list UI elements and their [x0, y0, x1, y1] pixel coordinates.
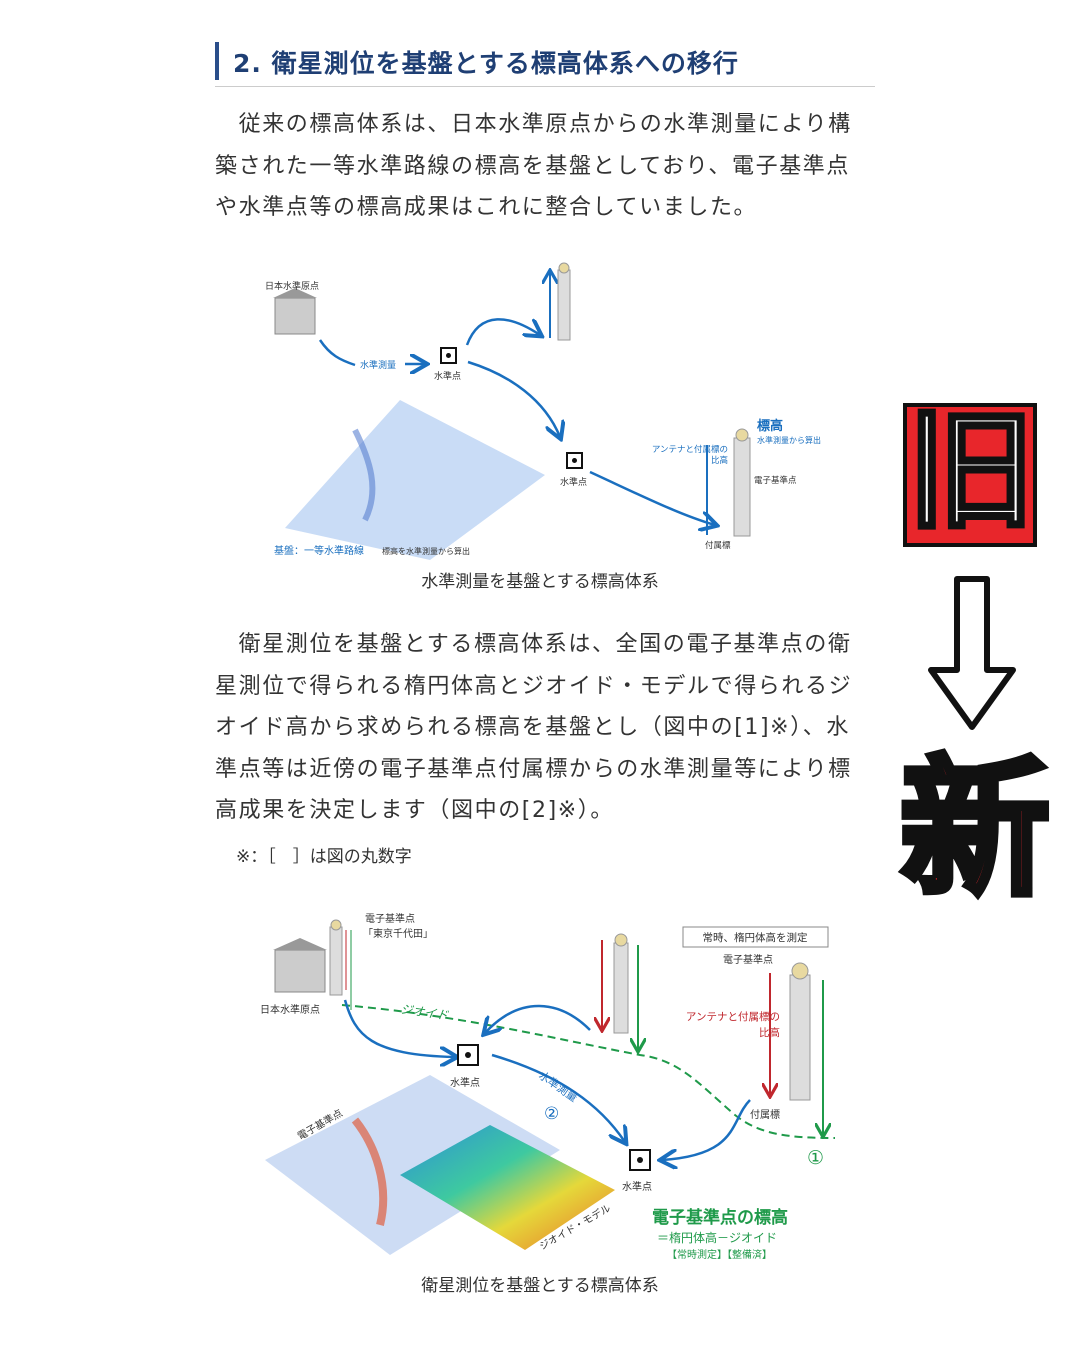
section-heading: 2. 衛星測位を基盤とする標高体系への移行	[215, 40, 875, 87]
svg-text:電子基準点: 電子基準点	[754, 475, 797, 486]
gnss-station-icon	[613, 942, 629, 1034]
svg-text:＝楕円体高－ジオイド: ＝楕円体高－ジオイド	[657, 1230, 777, 1245]
down-arrow-icon	[928, 576, 1016, 730]
paragraph-2: 衛星測位を基盤とする標高体系は、全国の電子基準点の衛 星測位で得られる楕円体高と…	[215, 624, 875, 832]
svg-text:比高: 比高	[711, 455, 728, 466]
svg-text:水準測量から算出: 水準測量から算出	[757, 435, 821, 445]
svg-text:【常時測定】【整備済】: 【常時測定】【整備済】	[667, 1248, 772, 1261]
gnss-station-icon	[789, 974, 811, 1101]
svg-text:電子基準点: 電子基準点	[723, 953, 773, 966]
svg-text:日本水準原点: 日本水準原点	[260, 1003, 320, 1016]
figure-1-caption: 水準測量を基盤とする標高体系	[421, 572, 659, 592]
svg-text:②: ②	[544, 1104, 559, 1124]
gnss-station-map	[265, 1075, 560, 1255]
svg-text:日本水準原点: 日本水準原点	[265, 280, 319, 292]
figure-new-system: 電子基準点 ジオイド・モデル 電子基準点 「東京千代田」 日本水準原点 ジオイド…	[260, 912, 836, 1261]
svg-text:水準点: 水準点	[622, 1180, 652, 1193]
japan-map	[285, 400, 545, 560]
svg-text:電子基準点: 電子基準点	[365, 912, 415, 925]
svg-text:水準測量: 水準測量	[536, 1068, 580, 1105]
text-line: 高成果を決定します（図中の[2]※）。	[215, 798, 614, 823]
svg-text:アンテナと付属標の: アンテナと付属標の	[652, 444, 728, 455]
heading-text: 2. 衛星測位を基盤とする標高体系への移行	[233, 49, 739, 78]
text-line: や水準点等の標高成果はこれに整合していました。	[215, 195, 758, 220]
gnss-station-icon	[733, 437, 751, 537]
text-line: 準点等は近傍の電子基準点付属標からの水準測量等により標	[215, 756, 852, 782]
paragraph-1: 従来の標高体系は、日本水準原点からの水準測量により構 築された一等水準路線の標高…	[215, 104, 875, 229]
svg-text:①: ①	[807, 1147, 824, 1169]
svg-text:標高: 標高	[757, 418, 783, 434]
svg-text:基盤：一等水準路線: 基盤：一等水準路線	[274, 544, 364, 557]
svg-text:水準点: 水準点	[450, 1076, 480, 1089]
text-line: 従来の標高体系は、日本水準原点からの水準測量により構	[215, 112, 852, 137]
svg-text:付属標: 付属標	[750, 1108, 780, 1121]
figure-2-caption: 衛星測位を基盤とする標高体系	[421, 1276, 659, 1296]
footnote: ※：［ ］は図の丸数字	[236, 847, 412, 867]
new-label: 新	[897, 742, 1053, 918]
gnss-station-icon	[329, 926, 343, 996]
geoid-model-map	[400, 1125, 615, 1250]
svg-text:水準点: 水準点	[560, 476, 587, 488]
text-line: 星測位で得られる楕円体高とジオイド・モデルで得られるジ	[215, 673, 853, 699]
svg-text:付属標: 付属標	[705, 540, 731, 551]
text-line: オイド高から求められる標高を基盤とし（図中の[1]※）、水	[215, 715, 850, 740]
svg-text:常時、楕円体高を測定: 常時、楕円体高を測定	[703, 931, 808, 944]
measurement-box	[682, 926, 829, 948]
text-line: 衛星測位を基盤とする標高体系は、全国の電子基準点の衛	[215, 632, 852, 657]
gnss-station-icon	[557, 269, 571, 341]
svg-text:標高を水準測量から算出: 標高を水準測量から算出	[382, 546, 470, 556]
svg-text:比高: 比高	[759, 1026, 780, 1039]
svg-text:ジオイド: ジオイド	[400, 1002, 450, 1023]
svg-text:アンテナと付属標の: アンテナと付属標の	[686, 1010, 780, 1023]
geoid-line	[341, 1004, 836, 1139]
building-icon	[274, 949, 326, 993]
figure-old-system: 日本水準原点 水準測量 水準点 水準点 標高 水準測量から算出 アンテナと付属標…	[265, 262, 821, 560]
svg-text:水準測量: 水準測量	[360, 359, 396, 371]
svg-text:水準点: 水準点	[434, 370, 461, 382]
heading-bar	[215, 42, 219, 80]
svg-text:電子基準点の標高: 電子基準点の標高	[652, 1207, 788, 1228]
building-icon	[274, 297, 316, 335]
old-label-badge: 旧	[903, 395, 1037, 548]
old-label: 旧	[905, 395, 1037, 548]
svg-text:「東京千代田」: 「東京千代田」	[363, 927, 433, 940]
text-line: 築された一等水準路線の標高を基盤としており、電子基準点	[215, 153, 851, 179]
